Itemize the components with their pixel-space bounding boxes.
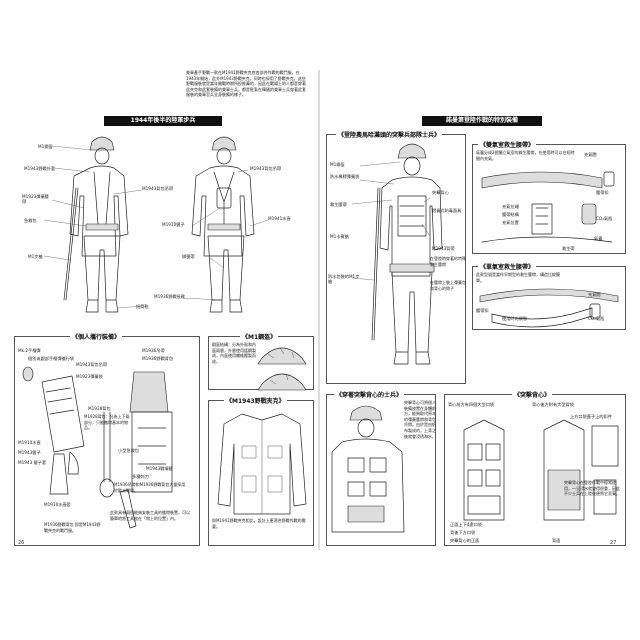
jacket-text: 與M1941野戰夾克相比，設計上更適合野戰作戰的需要。	[212, 518, 306, 529]
label-m1-helmet: M1鋼盔	[38, 144, 53, 149]
label-vest-front-pockets: 背心前方有四個大型口袋	[448, 402, 495, 407]
label-m1936-musette: M1936野戰背包	[142, 356, 174, 361]
label-vest-front-view: 突擊背心的正面	[450, 538, 480, 543]
right-page-number: 27	[610, 540, 617, 546]
vest-soldier-illustration	[331, 405, 405, 533]
helmet-text: 鋼盔結構：分為外殼和內盔兩層，外層使用錳鋼製成，內盔使用纖維壓製而成。	[212, 342, 256, 364]
label-inflation-valve: 充氣閥	[584, 152, 597, 157]
omaha-soldier-illustration	[351, 143, 443, 365]
label-belt2-co2: CO₂氣瓶	[588, 316, 605, 321]
gear-note-2: M1936吊帶和M1936野戰背包大量採用於歐洲戰場。	[114, 482, 186, 493]
personal-gear-title: 《個人攜行裝備》	[70, 332, 123, 341]
label-vest-flap-fastener: 上方口袋蓋子上的扣件	[570, 414, 612, 419]
label-waterproof-rifle: 防水包裝的M1步槍	[328, 274, 360, 284]
label-gear-shovel: M1943鏟子	[18, 450, 41, 455]
vest-soldier-title: 《穿著突擊背心的士兵》	[334, 390, 405, 399]
label-first-aid-pouch: 急救包	[24, 218, 37, 223]
helmet-illustration	[257, 347, 307, 391]
single-belt-frame	[472, 266, 626, 330]
label-mk2-grenade: Mk.2手榴彈	[18, 348, 41, 353]
double-belt-frame	[472, 144, 626, 254]
label-m1-carbine: M1卡賓槍	[330, 234, 349, 239]
omaha-note-2: 在腰帶上裝上彈藥包和背心的帶子	[430, 280, 466, 291]
label-air-bladder: 氣囊	[594, 236, 603, 241]
label-entrenching-tool: M1943戰壕鏟	[146, 466, 173, 471]
assault-vest-illustration	[463, 419, 619, 521]
label-m1936-suspenders: M1936吊帶	[142, 348, 165, 353]
label-m1923-belt: M1923彈藥腰帶	[22, 194, 49, 204]
label-vest-back-pouch: 背心後方附有大型背袋	[532, 402, 574, 407]
label-m1910-shovel: M1910鏟子	[162, 222, 185, 227]
label-vest-back-view: 背面	[552, 538, 561, 543]
label-canteen-cover: M1910水壺套	[44, 502, 71, 507]
gear-note-1: M1928背包：分為上下兩部分，只能攜帶基本的物品。	[84, 414, 130, 431]
single-belt-illustration	[479, 288, 619, 328]
label-inflation-position: 充氣位置	[502, 220, 519, 225]
page-gutter	[318, 70, 320, 550]
gear-note-4: M1936野戰背包 即是M1943野戰夾克的戰鬥服。	[44, 522, 101, 533]
label-belt2-buckle: 腰帶扣	[476, 308, 489, 313]
label-gear-canteen: M1910水壺	[18, 440, 41, 445]
double-belt-text: 氣囊分成2個獨立氣室的救生腰帶，在使用時可以在短時間內充氣。	[476, 150, 575, 161]
label-r-m1943-strap: M1943背帶	[432, 246, 455, 251]
label-bayonet: 多種刺刀	[132, 474, 149, 479]
right-page: 諾曼第登陸作戰的特別裝備 《登陸奧馬哈灘頭的突擊兵部隊士兵》	[326, 70, 626, 550]
label-belt-buckle: 腰帶扣	[596, 190, 609, 195]
jacket-title: 《M1943野戰夾克》	[224, 396, 287, 405]
personal-gear-illustration	[22, 366, 173, 529]
label-m1943-suspenders-back: M1943背包吊帶	[250, 166, 282, 171]
double-belt-title: 《雙氣室救生腰帶》	[478, 140, 537, 149]
label-belt-structure: 腰帶結構	[502, 212, 519, 217]
left-page-number: 26	[18, 540, 25, 546]
label-shovel-cover: M1943 鏟子套	[18, 460, 47, 465]
label-belt2-valve: 充氣閥	[588, 292, 601, 297]
label-vest-lower-pocket: 背後下方口袋	[450, 530, 476, 535]
label-gear-suspenders: M1943背包吊帶	[76, 362, 108, 367]
single-belt-title: 《單氣室救生腰帶》	[478, 262, 537, 271]
label-m1943-suspenders: M1943背包吊帶	[142, 186, 174, 191]
double-belt-illustration	[481, 171, 615, 243]
label-m1-rifle: M1步槍	[28, 254, 43, 259]
label-assault-vest: 突擊背心	[432, 190, 449, 195]
vest-text: 突擊背心在登陸作戰中經常使用，一旦浸水就變得很重，因此不少士兵在上陸後便將它丟棄…	[564, 480, 620, 497]
label-pull-cord: 充氣拉繩	[502, 204, 519, 209]
label-co2-cylinder: CO₂氣瓶	[596, 216, 613, 221]
label-life-belt: 救生腰帶	[330, 202, 347, 207]
label-m1928-pack: M1928背包	[88, 406, 111, 411]
label-vest-four-pockets: 正面上下4處口袋	[450, 522, 482, 527]
left-page: 美軍產手野戰一款在M1941野戰夾克底各部件作戰的戰鬥服，在1943年開始，此外…	[14, 70, 314, 550]
label-r-m1-helmet: M1鋼盔	[330, 162, 345, 167]
helmet-title: 《M1鋼盔》	[240, 332, 279, 341]
label-ammo-pouch: M1923彈藥袋	[76, 374, 103, 379]
single-belt-text: 此款型號是當作早期型的救生腰帶，構造比較簡單。	[476, 272, 560, 283]
label-in-use-state: 使用時的狀態	[502, 316, 528, 321]
label-m1943-jacket: M1943野戰外套	[24, 166, 56, 171]
omaha-note-1: 在登陸時穿著的特殊救生腰帶	[430, 256, 466, 267]
label-m1941-canteen: M1941水壺	[268, 216, 291, 221]
label-m1936-boots: M1936野戰長靴	[154, 294, 186, 299]
left-page-title: 1944年後半的陸軍步兵	[104, 116, 222, 126]
left-intro-paragraph: 美軍產手野戰一款在M1941野戰夾克底各部件作戰的戰鬥服，在1943年開始，此外…	[186, 70, 306, 98]
right-page-title: 諾曼第登陸作戰的特別裝備	[422, 116, 542, 126]
infantry-front-back-illustration	[43, 136, 269, 313]
label-short-boots: 短筒靴	[136, 304, 149, 309]
m1943-jacket-illustration	[217, 413, 307, 515]
label-grenade-pouch: 個別或跟部手榴彈攜行袋	[28, 356, 75, 361]
label-small-first-aid: 小型急救包	[118, 448, 139, 453]
label-waterproof-ammo-bag: 防水橡膠彈藥袋	[330, 174, 360, 179]
label-leggings: 綁腿帶	[182, 254, 195, 259]
omaha-soldier-title: 《登陸奧馬哈灘頭的突擊兵部隊士兵》	[336, 130, 443, 139]
label-life-strap: 救生帶	[562, 246, 575, 251]
assault-vest-title: 《突擊背心》	[512, 390, 553, 399]
vest-soldier-text: 突擊背心可將個人裝備放置在身體前方，能夠取代原本的彈藥腰帶和背包吊帶。由於是由帆…	[404, 400, 436, 439]
label-gas-mask: 摺疊式防毒面具	[432, 208, 462, 213]
gear-note-3: 此款具有兩個能夠安裝工具的攜帶裝置，可以簡單地將工具放在「帶上的位置」內。	[110, 510, 190, 521]
